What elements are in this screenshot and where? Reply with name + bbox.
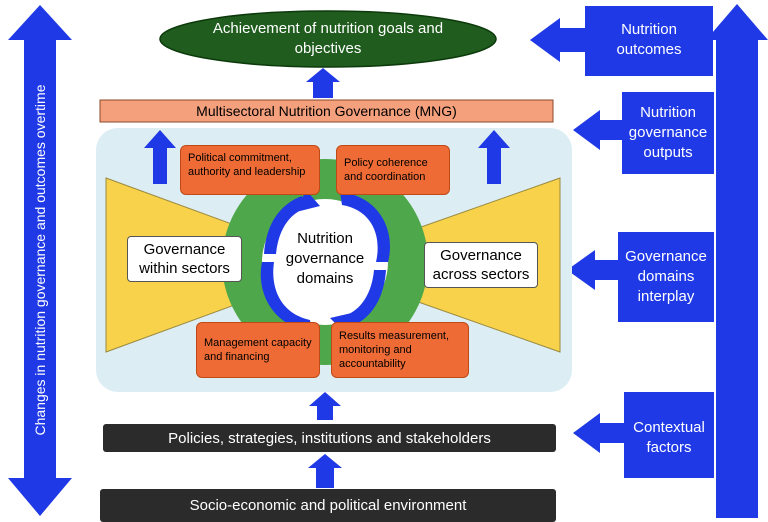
governance-within-box: Governance within sectors — [127, 236, 242, 282]
arrow-left-outcomes — [530, 18, 588, 62]
arrow-left-contextual — [573, 413, 627, 453]
arrow-up-panel-left — [144, 130, 176, 184]
environment-bar-label: Socio-economic and political environment — [189, 497, 467, 514]
vertical-label: Changes in nutrition governance and outc… — [30, 40, 50, 480]
arrow-up-panel-right — [478, 130, 510, 184]
label-governance-outputs: Nutrition governance outputs — [626, 103, 710, 163]
circular-arrow-top — [340, 192, 390, 262]
label-nutrition-outcomes: Nutrition outcomes — [592, 20, 706, 60]
box-governance-outputs — [622, 92, 714, 174]
domain-policy-label: Policy coherence and coordination — [344, 157, 428, 183]
goal-ellipse — [159, 10, 497, 68]
governance-within-label: Governance within sectors — [139, 241, 230, 277]
goal-label: Achievement of nutrition goals and objec… — [212, 20, 444, 57]
inner-white-circle — [262, 199, 388, 325]
circular-arrow-left-side — [264, 196, 306, 254]
left-double-arrow — [8, 5, 72, 516]
governance-across-box: Governance across sectors — [424, 242, 538, 288]
domain-results-label: Results measurement, monitoring and acco… — [339, 330, 450, 370]
circular-arrow-bottom — [260, 262, 312, 332]
label-contextual-factors: Contextual factors — [626, 418, 712, 458]
label-domains-interplay-text: Governance domains interplay — [625, 248, 707, 305]
box-nutrition-outcomes — [585, 6, 713, 76]
arrow-up-mng-goal — [306, 68, 340, 98]
policies-bar: Policies, strategies, institutions and s… — [103, 424, 556, 452]
domain-results: Results measurement, monitoring and acco… — [331, 322, 469, 378]
policies-bar-label: Policies, strategies, institutions and s… — [168, 429, 491, 447]
arrow-left-outputs — [573, 110, 625, 150]
label-nutrition-outcomes-text: Nutrition outcomes — [616, 21, 682, 58]
label-domains-interplay: Governance domains interplay — [620, 247, 712, 307]
mng-label: Multisectoral Nutrition Governance (MNG) — [196, 103, 457, 119]
box-contextual-factors — [624, 392, 714, 478]
domain-political: Political commitment, authority and lead… — [180, 145, 320, 195]
right-up-arrow — [706, 4, 768, 518]
label-contextual-factors-text: Contextual factors — [633, 419, 705, 456]
arrow-up-policies-panel — [309, 392, 341, 420]
mng-text: Multisectoral Nutrition Governance (MNG) — [100, 100, 553, 122]
label-governance-outputs-text: Nutrition governance outputs — [628, 104, 708, 161]
center-label: Nutrition governance domains — [272, 226, 378, 292]
domain-political-label: Political commitment, authority and lead… — [188, 152, 306, 178]
governance-across-label: Governance across sectors — [432, 247, 530, 283]
box-domains-interplay — [618, 232, 714, 322]
environment-bar: Socio-economic and political environment — [100, 489, 556, 522]
vertical-label-text: Changes in nutrition governance and outc… — [32, 84, 48, 436]
arrow-up-environment-policies — [308, 454, 342, 488]
domain-management-label: Management capacity and financing — [204, 337, 312, 363]
domain-management: Management capacity and financing — [196, 322, 320, 378]
domain-policy: Policy coherence and coordination — [336, 145, 450, 195]
arrow-left-interplay — [567, 250, 621, 290]
circular-arrow-right-side — [344, 270, 386, 328]
goal-text: Achievement of nutrition goals and objec… — [175, 14, 481, 64]
center-label-text: Nutrition governance domains — [285, 230, 365, 287]
mng-bar — [99, 99, 554, 123]
